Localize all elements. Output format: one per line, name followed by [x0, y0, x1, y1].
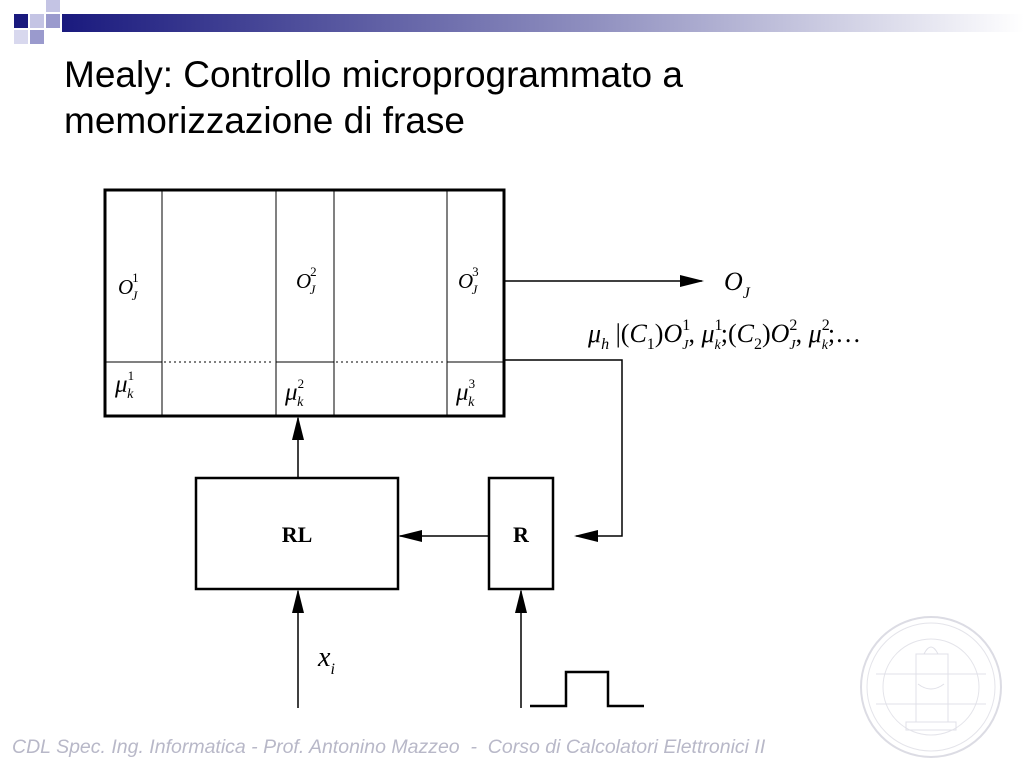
title-gradient-bar — [62, 14, 1024, 32]
deco-square — [46, 0, 60, 12]
rl-block-label: RL — [282, 522, 313, 547]
deco-square — [30, 30, 44, 44]
slide-footer: CDL Spec. Ing. Informatica - Prof. Anton… — [12, 736, 766, 758]
slide-title: Mealy: Controllo microprogrammato a memo… — [64, 52, 994, 144]
deco-square — [14, 30, 28, 44]
slide-title-line: memorizzazione di frase — [64, 100, 465, 141]
input-label: xi — [317, 642, 335, 678]
clock-pulse-waveform — [530, 670, 644, 708]
title-bar-decoration — [14, 0, 1024, 44]
university-seal-watermark — [860, 616, 1002, 758]
r-block-label: R — [513, 522, 530, 547]
memory-outline — [103, 188, 506, 418]
deco-square — [30, 14, 44, 28]
slide-title-line: Mealy: Controllo microprogrammato a — [64, 54, 683, 95]
deco-square — [46, 14, 60, 28]
deco-square — [14, 14, 28, 28]
output-label: OJ — [724, 267, 751, 302]
feedback-line — [504, 359, 623, 542]
